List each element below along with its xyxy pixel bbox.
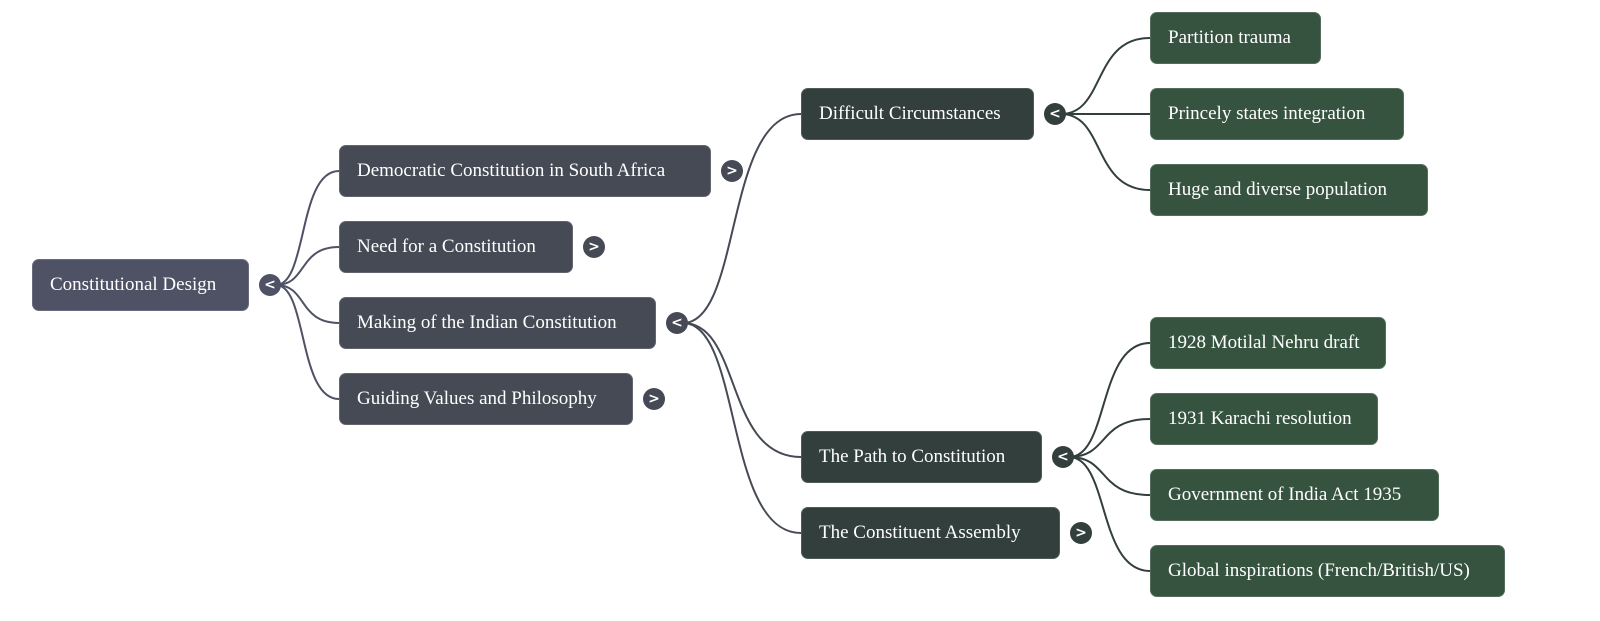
collapse-toggle-icon[interactable]: <: [1044, 103, 1066, 125]
mindmap-node-need-for-constitution[interactable]: Need for a Constitution: [339, 221, 573, 273]
mindmap-node-constituent-assembly[interactable]: The Constituent Assembly: [801, 507, 1060, 559]
node-label: Global inspirations (French/British/US): [1168, 560, 1470, 581]
connector-n32-n324: [1068, 456, 1151, 572]
connector-n3-n32: [682, 322, 802, 458]
node-label: Government of India Act 1935: [1168, 484, 1402, 505]
connector-n31-n311: [1060, 37, 1151, 115]
mindmap-node-princely-states-integration[interactable]: Princely states integration: [1150, 88, 1404, 140]
collapse-toggle-icon[interactable]: <: [259, 274, 281, 296]
node-label: Making of the Indian Constitution: [357, 312, 617, 333]
node-label: Democratic Constitution in South Africa: [357, 160, 666, 181]
node-label: Huge and diverse population: [1168, 179, 1387, 200]
mindmap-node-path-to-constitution[interactable]: The Path to Constitution: [801, 431, 1042, 483]
expand-toggle-icon[interactable]: >: [583, 236, 605, 258]
mindmap-node-making-of-indian-constitution[interactable]: Making of the Indian Constitution: [339, 297, 656, 349]
node-label: 1931 Karachi resolution: [1168, 408, 1352, 429]
expand-toggle-icon[interactable]: >: [643, 388, 665, 410]
node-label: Guiding Values and Philosophy: [357, 388, 597, 409]
mindmap-node-1931-karachi-resolution[interactable]: 1931 Karachi resolution: [1150, 393, 1378, 445]
mindmap-node-1928-motilal-nehru-draft[interactable]: 1928 Motilal Nehru draft: [1150, 317, 1386, 369]
connector-n32-n321: [1068, 342, 1151, 458]
mindmap-node-global-inspirations[interactable]: Global inspirations (French/British/US): [1150, 545, 1505, 597]
connector-root-n1: [275, 170, 340, 286]
connector-n32-n323: [1068, 456, 1151, 496]
node-label: Constitutional Design: [50, 274, 217, 295]
connector-n31-n313: [1060, 113, 1151, 191]
connector-n3-n33: [682, 322, 802, 534]
connector-n3-n31: [682, 113, 802, 324]
node-label: Difficult Circumstances: [819, 103, 1001, 124]
mindmap-node-partition-trauma[interactable]: Partition trauma: [1150, 12, 1321, 64]
node-label: The Constituent Assembly: [819, 522, 1021, 543]
expand-toggle-icon[interactable]: >: [721, 160, 743, 182]
expand-toggle-icon[interactable]: >: [1070, 522, 1092, 544]
mindmap-node-huge-diverse-population[interactable]: Huge and diverse population: [1150, 164, 1428, 216]
node-label: 1928 Motilal Nehru draft: [1168, 332, 1360, 353]
collapse-toggle-icon[interactable]: <: [1052, 446, 1074, 468]
connector-root-n4: [275, 284, 340, 400]
node-label: Partition trauma: [1168, 27, 1291, 48]
mindmap-root-node[interactable]: Constitutional Design: [32, 259, 249, 311]
connector-n32-n322: [1068, 418, 1151, 458]
node-label: Need for a Constitution: [357, 236, 536, 257]
mindmap-node-guiding-values-philosophy[interactable]: Guiding Values and Philosophy: [339, 373, 633, 425]
connector-root-n3: [275, 284, 340, 324]
connector-root-n2: [275, 246, 340, 286]
node-label: Princely states integration: [1168, 103, 1366, 124]
mindmap-node-democratic-constitution-south-africa[interactable]: Democratic Constitution in South Africa: [339, 145, 711, 197]
collapse-toggle-icon[interactable]: <: [666, 312, 688, 334]
mindmap-node-government-of-india-act-1935[interactable]: Government of India Act 1935: [1150, 469, 1439, 521]
node-label: The Path to Constitution: [819, 446, 1006, 467]
mindmap-node-difficult-circumstances[interactable]: Difficult Circumstances: [801, 88, 1034, 140]
